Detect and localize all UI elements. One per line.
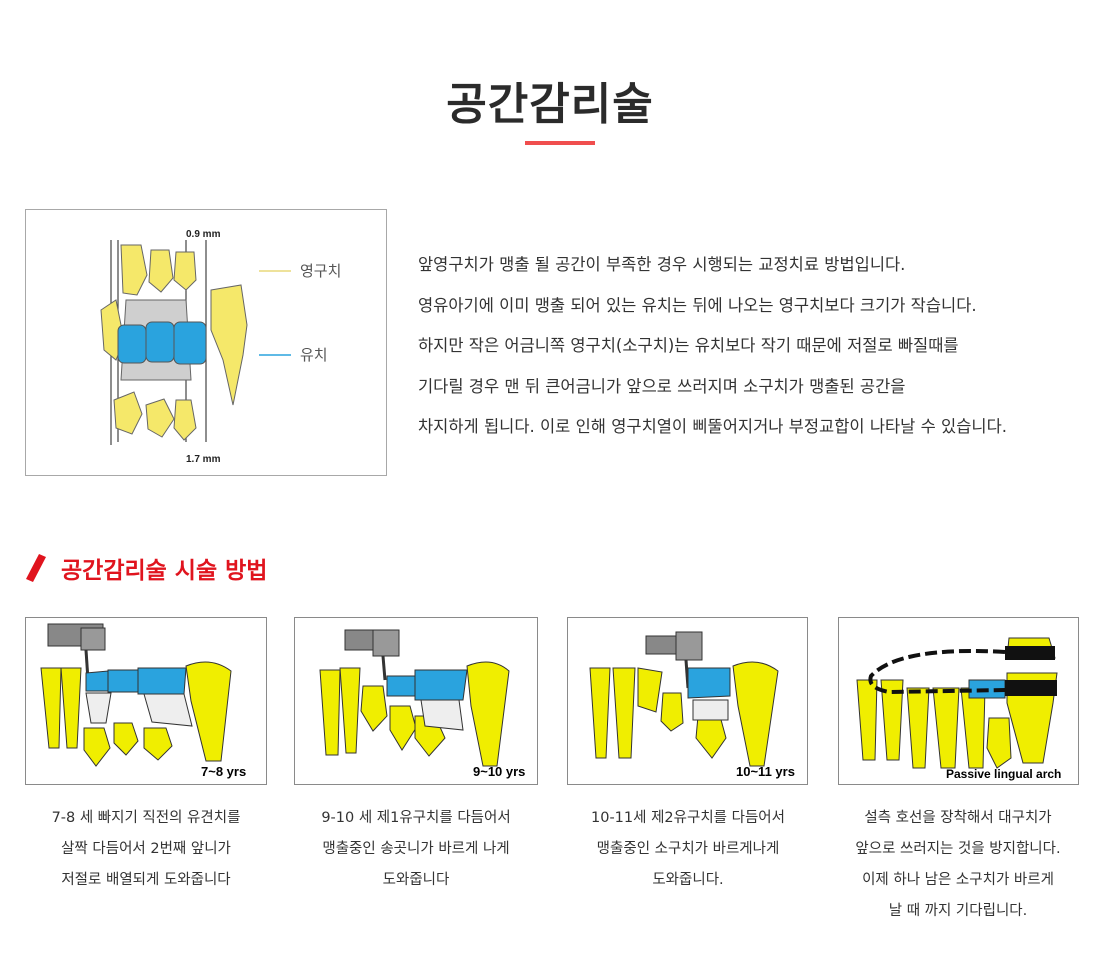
caption-line: 도와줍니다: [382, 872, 450, 888]
intro-line: 영유아기에 이미 맹출 되어 있는 유치는 뒤에 나오는 영구치보다 크기가 작…: [418, 295, 977, 315]
step-card-2: 9~10 yrs: [294, 617, 538, 785]
caption-line: 맹출중인 송곳니가 바르게 나게: [322, 841, 510, 857]
intro-line: 앞영구치가 맹출 될 공간이 부족한 경우 시행되는 교정치료 방법입니다.: [418, 255, 906, 274]
step-age-label: 9~10 yrs: [473, 764, 525, 779]
legend-primary: 유치: [300, 346, 328, 364]
caption-line: 맹출중인 소구치가 바르게나게: [596, 841, 780, 857]
tooth-space-diagram: 0.9 mm 1.7 mm 영구치 유치: [25, 209, 387, 476]
step-age-label: 10~11 yrs: [736, 764, 795, 779]
caption-line: 살짝 다듬어서 2번째 앞니가: [61, 841, 231, 857]
caption-line: 날 때 까지 기다립니다.: [888, 903, 1028, 919]
bottom-measure: 1.7 mm: [186, 454, 221, 465]
intro-line: 기다릴 경우 맨 뒤 큰어금니가 앞으로 쓰러지며 소구치가 맹출된 공간을: [418, 376, 906, 396]
caption-line: 7-8 세 빠지기 직전의 유견치를: [51, 810, 241, 826]
step-age-label: 7~8 yrs: [201, 764, 246, 779]
legend-permanent: 영구치: [300, 262, 341, 280]
title-underline: [525, 141, 595, 145]
caption-line: 앞으로 쓰러지는 것을 방지합니다.: [855, 841, 1061, 857]
step-caption-2: 9-10 세 제1유구치를 다듬어서 맹출중인 송곳니가 바르게 나게 도와줍니…: [286, 803, 546, 896]
step-card-3: 10~11 yrs: [567, 617, 808, 785]
caption-line: 10-11세 제2유구치를 다듬어서: [591, 810, 785, 826]
slash-icon: [26, 554, 46, 582]
caption-line: 도와줍니다.: [652, 872, 724, 888]
step-caption-1: 7-8 세 빠지기 직전의 유견치를 살짝 다듬어서 2번째 앞니가 저절로 배…: [16, 803, 276, 896]
step-age-label: Passive lingual arch: [946, 767, 1061, 781]
intro-text: 앞영구치가 맹출 될 공간이 부족한 경우 시행되는 교정치료 방법입니다. 영…: [418, 245, 1007, 448]
section-heading: 공간감리술 시술 방법: [25, 552, 267, 584]
step-caption-3: 10-11세 제2유구치를 다듬어서 맹출중인 소구치가 바르게나게 도와줍니다…: [558, 803, 818, 896]
caption-line: 이제 하나 남은 소구치가 바르게: [862, 872, 1054, 888]
section-title: 공간감리술 시술 방법: [61, 558, 268, 584]
step-card-4: Passive lingual arch: [838, 617, 1079, 785]
caption-line: 저절로 배열되게 도와줍니다: [61, 872, 231, 888]
step-card-1: 7~8 yrs: [25, 617, 267, 785]
intro-line: 차지하게 됩니다. 이로 인해 영구치열이 삐뚤어지거나 부정교합이 나타날 수…: [418, 417, 1007, 436]
caption-line: 9-10 세 제1유구치를 다듬어서: [321, 810, 511, 826]
top-measure: 0.9 mm: [186, 229, 221, 240]
intro-line: 하지만 작은 어금니쪽 영구치(소구치)는 유치보다 작기 때문에 저절로 빠질…: [418, 336, 959, 355]
page-title: 공간감리술: [446, 79, 654, 130]
step-caption-4: 설측 호선을 장착해서 대구치가 앞으로 쓰러지는 것을 방지합니다. 이제 하…: [828, 803, 1088, 927]
caption-line: 설측 호선을 장착해서 대구치가: [864, 810, 1052, 826]
